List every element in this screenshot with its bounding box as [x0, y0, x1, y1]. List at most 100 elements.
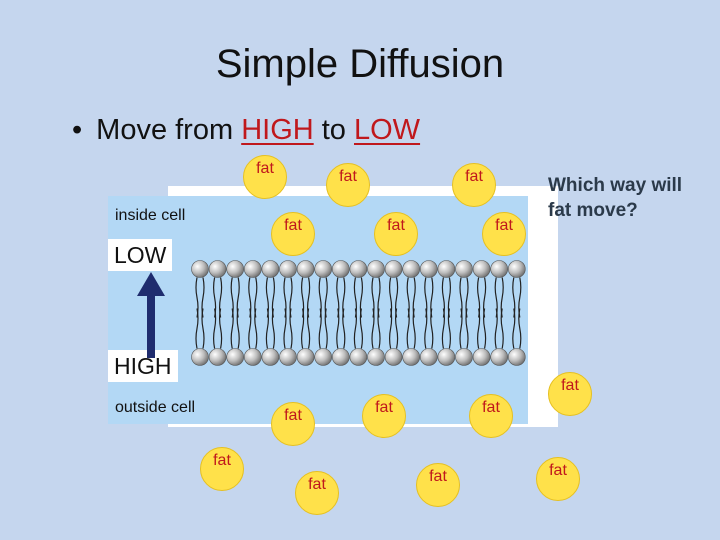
phospholipid-head: [472, 260, 491, 278]
phospholipid-head: [261, 348, 280, 366]
lipid-tail: [353, 308, 357, 349]
phospholipid-head: [314, 260, 332, 278]
lipid-bilayer-diagram: [191, 260, 526, 366]
phospholipid-head: [279, 348, 297, 366]
phospholipid-head: [349, 260, 368, 278]
lipid-tail: [500, 308, 504, 349]
phospholipid-head: [332, 348, 350, 366]
fat-molecule: fat: [469, 394, 513, 438]
question-text: Which way will fat move?: [548, 173, 708, 223]
phospholipid-head: [208, 260, 227, 278]
phospholipid-head: [490, 348, 509, 366]
lipid-tail: [254, 308, 258, 349]
fat-molecule: fat: [295, 471, 339, 515]
lipid-tail: [271, 308, 275, 349]
lipid-tail: [342, 308, 346, 349]
lipid-tail: [318, 308, 322, 349]
lipid-tail: [483, 308, 487, 349]
phospholipid-head: [455, 260, 473, 278]
phospholipid-head: [472, 348, 491, 366]
phospholipid-head: [507, 348, 526, 366]
phospholipid-head: [296, 260, 315, 278]
lipid-tail: [412, 308, 416, 349]
lipid-tail: [236, 308, 240, 349]
question-line-1: Which way will: [548, 175, 683, 196]
low-word: LOW: [354, 114, 421, 146]
phospholipid-head: [437, 348, 456, 366]
phospholipid-head: [402, 260, 420, 278]
phospholipid-head: [455, 348, 473, 366]
low-label: LOW: [108, 239, 173, 271]
phospholipid-head: [507, 260, 526, 278]
fat-molecule: fat: [271, 212, 315, 256]
lipid-tail: [377, 308, 381, 349]
lipid-tail: [336, 308, 340, 349]
phospholipid-head: [490, 260, 509, 278]
fat-molecule: fat: [416, 463, 460, 507]
lipid-tail: [201, 308, 205, 349]
bullet-prefix: Move from: [96, 114, 242, 146]
lipid-tail: [441, 308, 445, 349]
fat-molecule: fat: [362, 394, 406, 438]
phospholipid-head: [296, 348, 315, 366]
bullet-point: •Move from HIGH to LOW: [72, 114, 420, 147]
upward-arrow-icon: [137, 272, 165, 358]
phospholipid-head: [314, 348, 332, 366]
fat-molecule: fat: [482, 212, 526, 256]
lipid-tail: [395, 308, 399, 349]
fat-molecule: fat: [452, 163, 496, 207]
lipid-tail: [494, 308, 498, 349]
lipid-tail: [371, 308, 375, 349]
lipid-tail: [248, 308, 252, 349]
phospholipid-head: [208, 348, 227, 366]
lipid-tail: [230, 308, 234, 349]
lipid-tail: [307, 308, 311, 349]
phospholipid-head: [243, 260, 262, 278]
bullet-dot-icon: •: [72, 114, 83, 146]
high-word: HIGH: [241, 114, 314, 146]
lipid-tail: [301, 308, 305, 349]
phospholipid-head: [261, 260, 280, 278]
lipid-tail: [283, 308, 287, 349]
phospholipid-head: [384, 348, 403, 366]
phospholipid-head: [367, 348, 385, 366]
phospholipid-head: [243, 348, 262, 366]
phospholipid-head: [191, 348, 209, 366]
lipid-tail: [219, 308, 223, 349]
slide-title: Simple Diffusion: [215, 42, 505, 86]
phospholipid-head: [226, 348, 245, 366]
lipid-tail: [195, 308, 199, 349]
fat-molecule: fat: [243, 155, 287, 199]
fat-molecule: fat: [271, 402, 315, 446]
phospholipid-head: [226, 260, 245, 278]
fat-molecule: fat: [200, 447, 244, 491]
phospholipid-head: [332, 260, 350, 278]
lipid-tail: [289, 308, 293, 349]
phospholipid-head: [384, 260, 403, 278]
fat-molecule: fat: [374, 212, 418, 256]
phospholipid-head: [349, 348, 368, 366]
outside-cell-label: outside cell: [115, 399, 196, 416]
lipid-tail: [265, 308, 269, 349]
lipid-tail: [477, 308, 481, 349]
lipid-tail: [512, 308, 516, 349]
lipid-tail: [359, 308, 363, 349]
lipid-tail: [430, 308, 434, 349]
phospholipid-head: [402, 348, 420, 366]
high-label: HIGH: [108, 350, 178, 382]
lipid-tail: [518, 308, 522, 349]
fat-molecule: fat: [326, 163, 370, 207]
lipid-tail: [459, 308, 463, 349]
lipid-tail: [213, 308, 217, 349]
lipid-tail: [465, 308, 469, 349]
phospholipid-head: [420, 348, 438, 366]
inside-cell-label: inside cell: [115, 207, 186, 224]
phospholipid-head: [437, 260, 456, 278]
question-line-2: fat move?: [548, 200, 638, 221]
cell-fluid-area: [108, 196, 528, 424]
fat-molecule: fat: [536, 457, 580, 501]
phospholipid-head: [420, 260, 438, 278]
phospholipid-head: [367, 260, 385, 278]
phospholipid-head: [279, 260, 297, 278]
lipid-tail: [389, 308, 393, 349]
